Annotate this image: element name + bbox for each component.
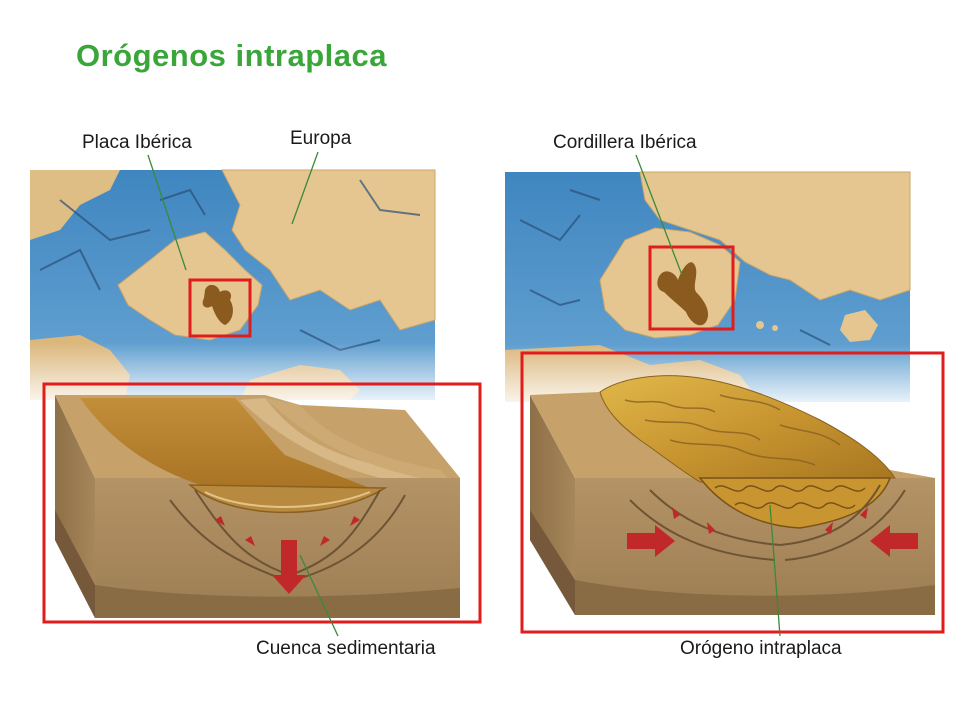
label-orogeno-intraplaca: Orógeno intraplaca [680, 638, 842, 659]
page-title: Orógenos intraplaca [76, 38, 387, 73]
leader-europa [291, 151, 319, 225]
fault-arrows-left [215, 516, 360, 546]
highlight-box-right-block [520, 351, 945, 634]
compression-arrow-left [627, 525, 675, 557]
map-left [30, 169, 436, 400]
block-intraplate-orogen [520, 351, 945, 634]
leader-placa-iberica [147, 154, 187, 271]
leader-cordillera-iberica [635, 154, 683, 276]
subsidence-arrow [272, 540, 306, 594]
compression-arrow-right [870, 525, 918, 557]
orogen-folds [714, 485, 866, 509]
faults-right [629, 484, 906, 561]
map-fade-left [30, 170, 435, 400]
highlight-box-left-block [42, 382, 482, 624]
block-left-front-face [95, 478, 460, 618]
fault-arrows-right [672, 507, 868, 534]
block-left-side-face [55, 395, 95, 618]
label-placa-iberica: Placa Ibérica [82, 132, 192, 153]
basin-sediment-surface [80, 398, 375, 490]
map-right [505, 171, 911, 402]
map-fade-right [505, 172, 910, 402]
basin-lens [187, 484, 388, 514]
leader-orogeno-intraplaca [769, 504, 781, 637]
mountain-range [599, 375, 896, 483]
faults-left [169, 489, 406, 581]
block-right-side-face [530, 395, 575, 615]
label-europa: Europa [290, 128, 352, 149]
label-cordillera-iberica: Cordillera Ibérica [553, 132, 697, 153]
mountain-ridges [624, 394, 841, 466]
block-left-basement [95, 585, 460, 618]
orogen-cross-section [698, 477, 892, 529]
label-cuenca-sedimentaria: Cuenca sedimentaria [256, 638, 436, 659]
leader-cuenca-sedimentaria [299, 554, 339, 637]
leader-lines [147, 151, 781, 637]
block-sedimentary-basin [42, 382, 482, 624]
